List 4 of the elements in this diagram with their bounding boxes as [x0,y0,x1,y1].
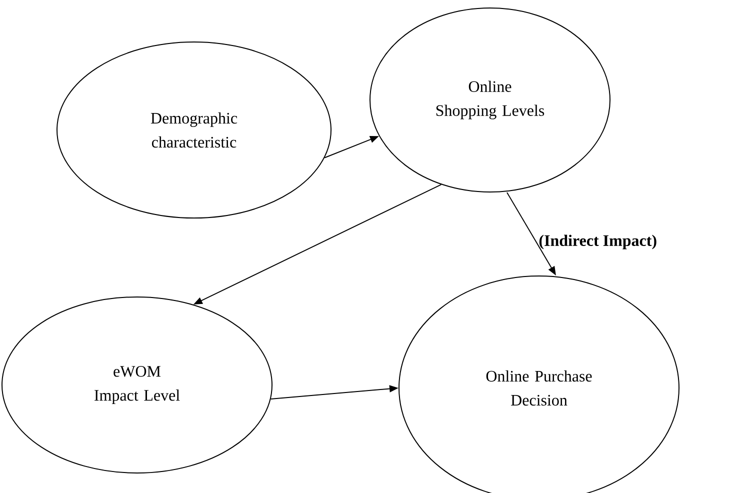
ellipse-node: Demographic characteristic [56,42,332,218]
edge-label: (Indirect Impact) [539,234,656,250]
ellipse-node: Online Shopping Levels [370,8,610,192]
ellipse-node: eWOM Impact Level [2,296,272,474]
